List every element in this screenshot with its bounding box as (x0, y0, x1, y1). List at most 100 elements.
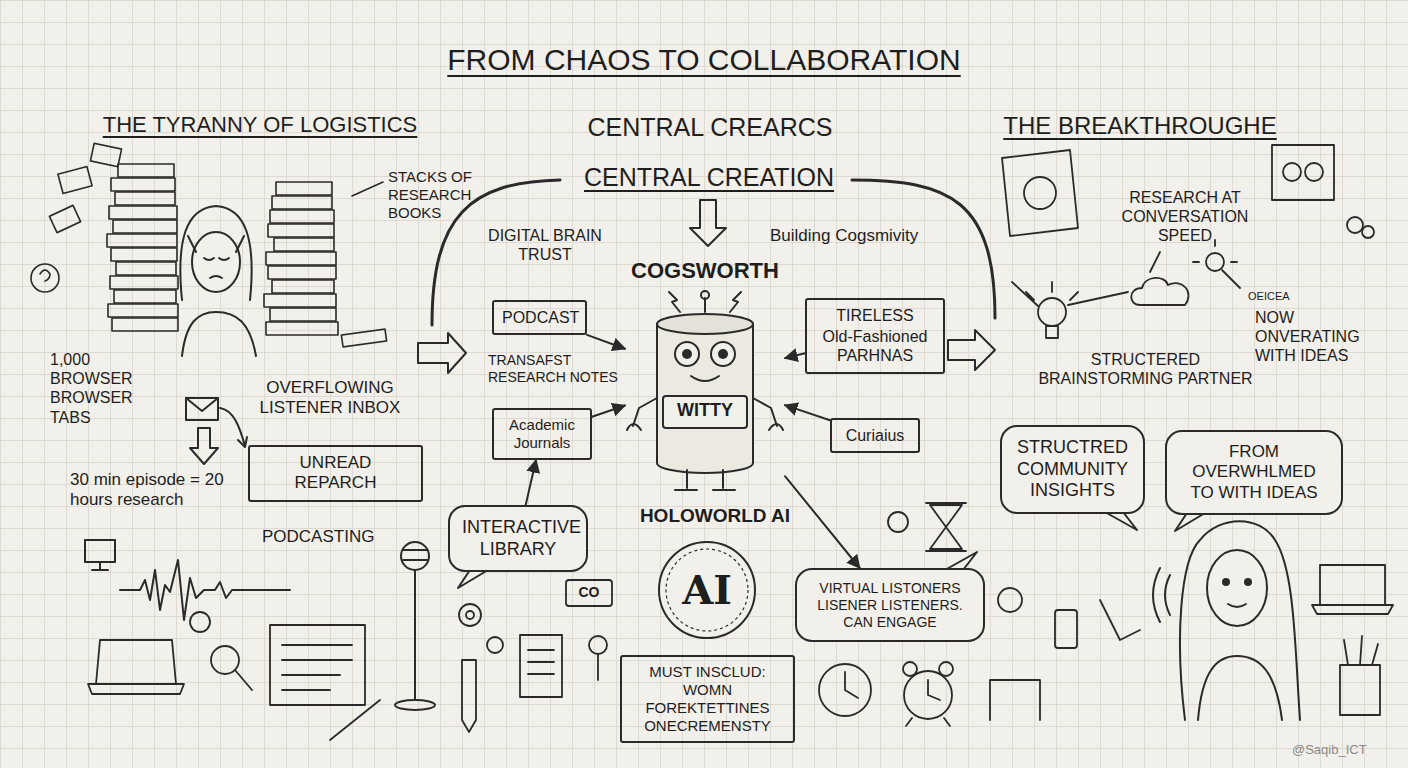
bubble-body (1001, 426, 1144, 513)
flying-paper-part (352, 182, 383, 196)
sound-wave-part (85, 540, 115, 562)
sound-wave-part (92, 562, 108, 570)
node-text: FROM OVERWHLMED TO WITH IDEAS (1179, 442, 1329, 503)
book-stack-part (107, 234, 177, 247)
watermark: @Saqib_ICT (1292, 742, 1397, 758)
note-label: TRANSAFST RESEARCH NOTES (488, 352, 623, 386)
bubble-tail (1175, 513, 1205, 531)
envelope-icon (186, 398, 247, 464)
process-box: Curiaius (830, 418, 920, 453)
speech-bubble: FROM OVERWHLMED TO WITH IDEAS (1165, 430, 1343, 515)
circle-ring (659, 542, 755, 638)
envelope-icon-part (186, 398, 218, 420)
book-stack-part (111, 178, 175, 191)
flow-arrow-part (690, 200, 726, 246)
workspace-doodles-part (1055, 610, 1077, 648)
node-heading: TIRELESS (815, 306, 935, 325)
note-label: 1,000 BROWSER BROWSER TABS (50, 350, 175, 427)
breakthrough-doodles-part (1206, 253, 1224, 271)
book-stack-part (113, 220, 177, 233)
sound-wave (85, 540, 290, 620)
library-doodles-part (459, 604, 481, 626)
desk-items-part (96, 640, 176, 684)
robot-leg (675, 470, 735, 490)
microphone-part (401, 542, 429, 570)
circle-inner-ring (666, 549, 748, 631)
stressed-woman (180, 206, 256, 356)
library-doodles-part (487, 637, 503, 653)
node-text: UNREAD REPARCH (258, 453, 413, 494)
desk-items-part (190, 612, 210, 632)
book-stack-part (110, 276, 178, 289)
robot-drawing (625, 258, 785, 498)
node-text: PODCAST (502, 308, 577, 327)
note-label: OEICEA (1248, 290, 1318, 303)
flow-arrow-part (418, 333, 466, 373)
envelope-icon-part (186, 398, 218, 411)
breakthrough-doodles-part (1038, 298, 1066, 326)
process-box: TIRELESS Old-Fashioned PARHNAS (805, 298, 945, 374)
robot-arm (753, 398, 783, 430)
breakthrough-doodles-part (1024, 177, 1056, 209)
happy-woman-part (1153, 568, 1170, 622)
stressed-woman-part (180, 206, 251, 300)
library-doodles-part (528, 650, 554, 674)
note-label: STRUCTERED BRAINSTORMING PARTNER (1028, 350, 1263, 388)
envelope-icon-part (238, 437, 247, 447)
breakthrough-doodles-part (1362, 226, 1374, 238)
book-stack-part (264, 294, 336, 307)
connector-arrow (592, 406, 625, 417)
note-label: STACKS OF RESEARCH BOOKS (388, 168, 488, 222)
connector-arrow (785, 353, 805, 358)
workspace-doodles-part (990, 600, 1140, 720)
book-stack-part (111, 248, 177, 261)
robot-eye (675, 342, 699, 366)
time-doodles-part (930, 505, 962, 549)
bubble-tail (945, 552, 977, 570)
section-heading: CENTRAL CREARCS (565, 112, 855, 142)
section-heading: THE BREAKTHROUGHE (975, 112, 1305, 141)
icon-label: CO (568, 584, 610, 601)
robot-pupil (718, 349, 728, 359)
happy-woman-part (1223, 579, 1229, 585)
node-text: MUST INSCLUD: WOMN FOREKTETTINES ONECREM… (630, 663, 785, 735)
section-heading: CENTRAL CREATION (563, 162, 855, 192)
breakthrough-doodles-part (1046, 326, 1058, 338)
node-heading: COGSWORTH (625, 258, 785, 284)
library-doodles (459, 580, 612, 732)
book-stack-part (268, 266, 336, 279)
library-doodles-part (462, 660, 476, 732)
flying-paper-part (31, 264, 59, 292)
flying-paper-part (58, 166, 92, 193)
book-stack-part (114, 290, 176, 303)
section-heading: THE TYRANNY OF LOGISTICS (78, 112, 442, 138)
book-stack-part (266, 252, 336, 265)
flow-arrow-part (948, 330, 995, 370)
happy-woman-part (1245, 579, 1251, 585)
breakthrough-doodles-part (1283, 163, 1301, 181)
stressed-woman-part (192, 232, 240, 292)
book-stack-part (274, 238, 334, 251)
node-text: Curiaius (840, 426, 910, 445)
microphone-part (403, 550, 427, 560)
microphone (395, 542, 435, 710)
bubble-outline (448, 505, 588, 572)
microphone-part (414, 570, 416, 700)
node-text: WITTY (625, 400, 785, 422)
bubble-body (1166, 431, 1342, 514)
robot-body (657, 324, 753, 473)
robot-pupil (682, 349, 692, 359)
workspace-doodles-part (998, 588, 1022, 612)
book-stack-part (115, 192, 175, 205)
book-stack-part (272, 280, 334, 293)
connector-arrow (785, 476, 860, 568)
flying-paper-part (49, 205, 80, 232)
workspace-doodles-part (1344, 636, 1378, 665)
robot-figure: COGSWORTH WITTY (625, 258, 785, 498)
robot-arm (627, 398, 657, 430)
robot-antenna (701, 291, 709, 299)
node-text: Old-Fashioned PARHNAS (815, 327, 935, 365)
time-doodles-part (926, 503, 966, 551)
note-label: RESEARCH AT CONVERSATION SPEED (1105, 188, 1265, 246)
breakthrough-doodles-part (1193, 240, 1240, 288)
